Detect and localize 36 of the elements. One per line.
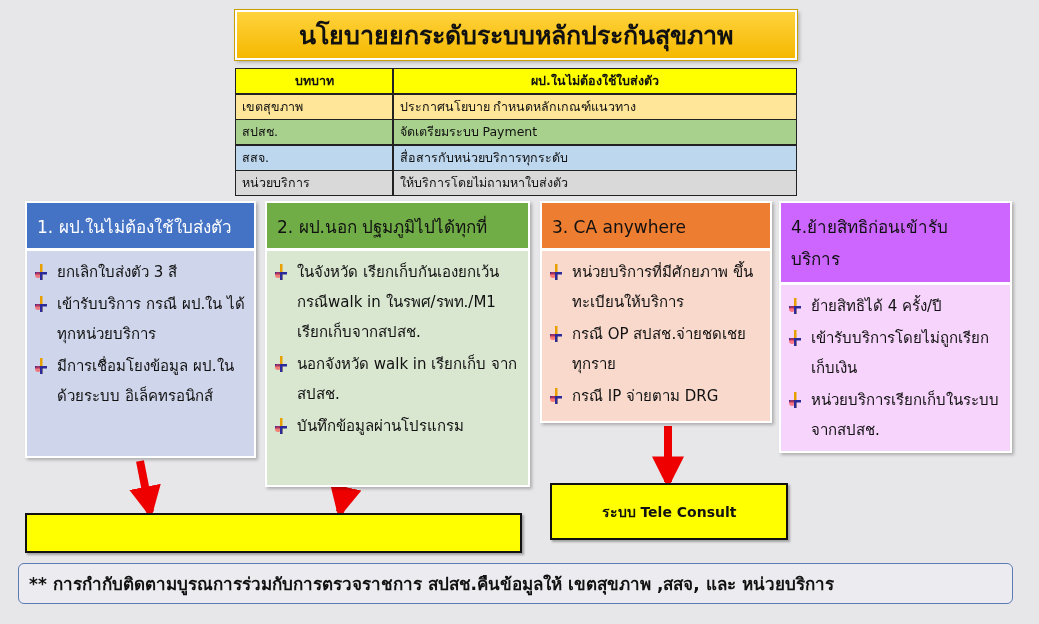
table-cell: จัดเตรียมระบบ Payment — [393, 120, 796, 144]
bullet-text: หน่วยบริการที่มีศักยภาพ ขึ้นทะเบียนให้บริการ — [572, 260, 754, 313]
bullet-text: ยกเลิกใบส่งตัว 3 สี — [57, 262, 178, 283]
program-text: ระบบ Tele Consult — [601, 502, 737, 522]
card-heading: 1. ผป.ในไม่ต้องใช้ใบส่งตัว — [27, 203, 254, 251]
card-heading: 2. ผป.นอก ปฐมภูมิไปได้ทุกที่ — [267, 203, 528, 251]
table-cell: สื่อสารกับหน่วยบริการทุกระดับ — [393, 145, 796, 170]
policy-card — [25, 201, 256, 458]
card-heading: 4.ย้ายสิทธิก่อนเข้ารับ บริการ — [781, 203, 1010, 285]
bullet-text: เข้ารับบริการ กรณี ผป.ใน ได้ทุกหน่วยบริการ — [57, 294, 247, 346]
bullet-text: มีการเชื่อมโยงข้อมูล ผป.ในด้วยระบบ อิเล็คทรอนิกส์ — [57, 355, 235, 407]
program-box — [550, 483, 788, 540]
bullet-text: กรณี IP จ่ายตาม DRG — [572, 386, 719, 407]
note-text: ** การกำกับติดตามบูรณการร่วมกับการตรวจราชการ สปสช.คืนข้อมูลให้ เขตสุขภาพ ,สสจ, และ หน่วยบริการ — [29, 573, 834, 597]
title-text: นโยบายยกระดับระบบหลักประกันสุขภาพ — [299, 19, 733, 54]
bullet-text: หน่วยบริการเรียกเก็บในระบบ จากสปสช. — [811, 389, 1000, 441]
policy-card — [779, 201, 1012, 453]
policy-card — [265, 201, 530, 487]
table-cell: ประกาศนโยบาย กำหนดหลักเกณฑ์แนวทาง — [393, 94, 796, 119]
table-cell: บทบาท — [236, 69, 392, 93]
note-box — [18, 563, 1013, 604]
policy-card — [540, 201, 772, 423]
table-cell: ผป.ในไม่ต้องใช้ใบส่งตัว — [393, 69, 796, 93]
table-cell: สสจ. — [236, 145, 392, 170]
bullet-text: ในจังหวัด เรียกเก็บกันเองยกเว้น กรณีwalk in ในรพศ/รพท./M1 เรียกเก็บจากสปสช. — [297, 261, 500, 343]
table-cell: ให้บริการโดยไม่ถามหาใบส่งตัว — [393, 171, 796, 195]
card-heading: 3. CA anywhere — [542, 203, 770, 251]
bullet-text: ย้ายสิทธิได้ 4 ครั้ง/ปี — [811, 294, 943, 317]
table-cell: สปสช. — [236, 120, 392, 144]
bullet-text: กรณี OP สปสช.จ่ายชดเชย ทุกราย — [572, 324, 748, 376]
table-cell: หน่วยบริการ — [236, 171, 392, 195]
program-box — [25, 513, 522, 553]
bullet-text: เข้ารับบริการโดยไม่ถูกเรียก เก็บเงิน — [811, 328, 990, 379]
bullet-text: บันทึกข้อมูลผ่านโปรแกรม — [297, 416, 464, 437]
table-cell: เขตสุขภาพ — [236, 94, 392, 119]
bullet-text: นอกจังหวัด walk in เรียกเก็บ จากสปสช. — [297, 353, 519, 405]
